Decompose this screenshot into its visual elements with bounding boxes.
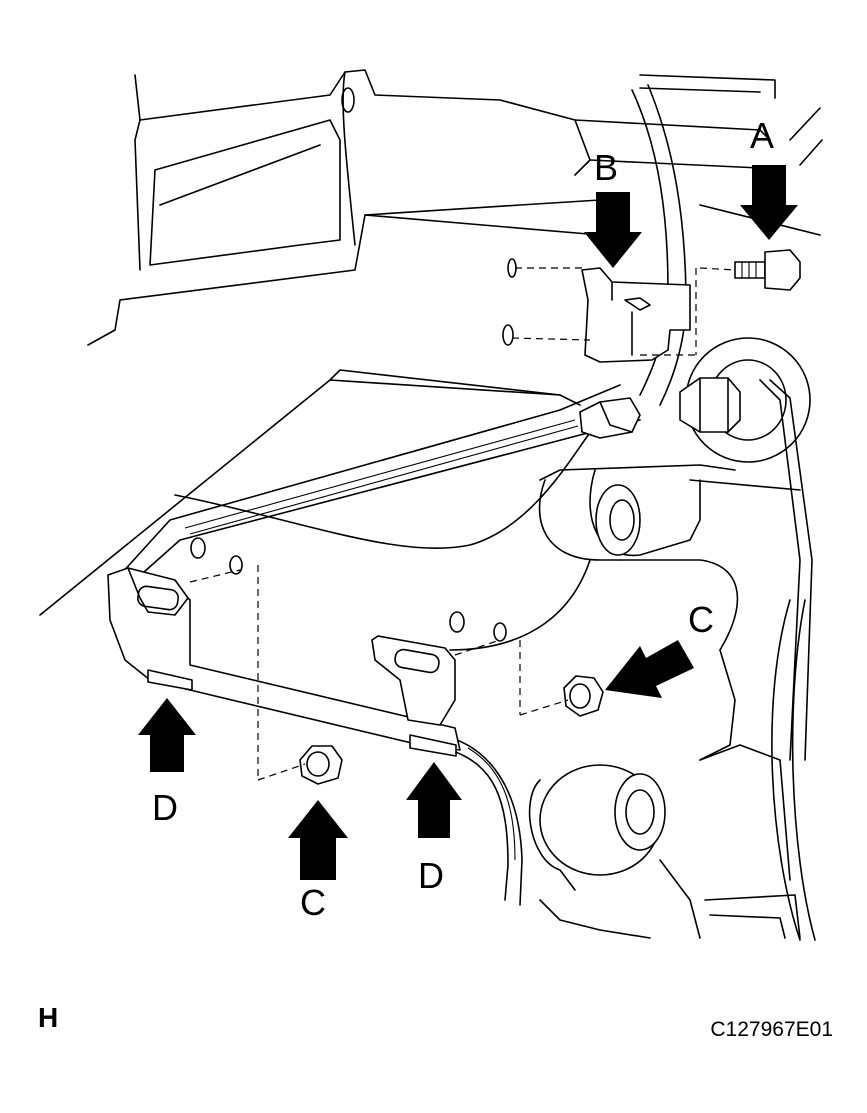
cable-bracket-b xyxy=(579,267,691,439)
arrow-d-left-icon xyxy=(138,698,196,772)
callout-d-left: D xyxy=(152,787,178,828)
wheel-carrier-edge xyxy=(539,599,816,941)
nut-c-right xyxy=(563,675,604,717)
cable-clamp-bracket-d xyxy=(107,567,461,757)
suspension-bracket xyxy=(39,369,801,891)
callout-c-right: C xyxy=(688,599,714,640)
arrow-c-bottom-icon xyxy=(288,800,348,880)
arrow-b-icon xyxy=(584,192,642,268)
body-panel xyxy=(87,69,823,346)
knuckle-bushings xyxy=(539,337,813,876)
callout-c-bottom: C xyxy=(300,882,326,923)
callout-a: A xyxy=(750,115,774,156)
arrow-c-right-icon xyxy=(605,640,694,698)
callout-d-right: D xyxy=(418,855,444,896)
arrow-d-right-icon xyxy=(406,762,462,838)
mounting-holes xyxy=(190,258,517,642)
alignment-lines xyxy=(189,267,736,781)
view-label: H xyxy=(38,1002,59,1033)
arrow-a-icon xyxy=(740,165,798,240)
bolt-a xyxy=(734,249,801,291)
nut-c-bottom xyxy=(299,745,343,785)
figure-code: C127967E01 xyxy=(710,1018,833,1041)
callout-b: B xyxy=(594,147,618,188)
